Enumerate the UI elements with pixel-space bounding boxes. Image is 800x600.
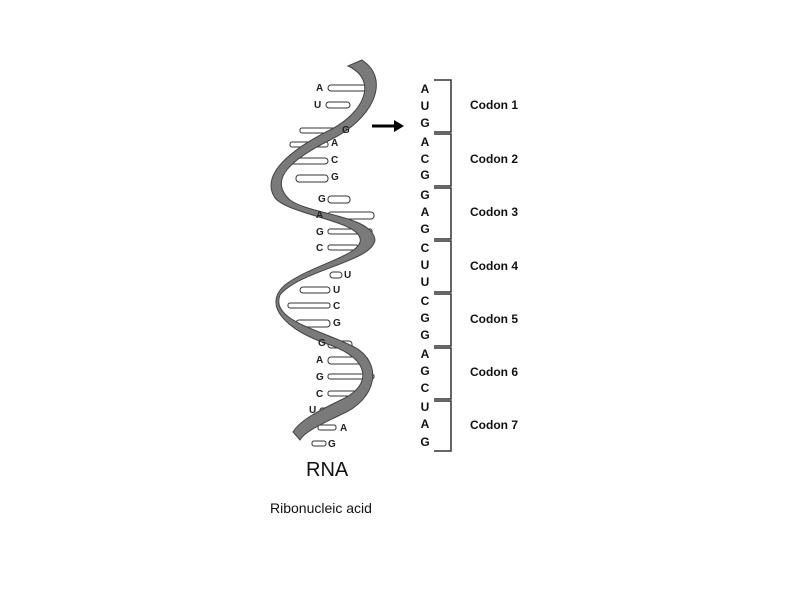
- codon-label: Codon 1: [470, 98, 518, 112]
- base-label: G: [333, 318, 341, 329]
- diagram-title: RNA: [306, 459, 349, 481]
- base-label: U: [333, 285, 341, 296]
- sequence-letter: C: [420, 241, 430, 255]
- base-label: G: [316, 372, 324, 383]
- sequence-letter: G: [420, 168, 430, 182]
- base-label: U: [344, 270, 352, 281]
- base-label: G: [328, 439, 336, 450]
- diagram-subtitle: Ribonucleic acid: [270, 500, 372, 516]
- base-label: U: [314, 100, 322, 111]
- codon-brackets: [434, 79, 452, 452]
- sequence-letter: A: [420, 205, 430, 219]
- sequence-letter: G: [420, 364, 430, 378]
- base-label: A: [316, 210, 324, 221]
- base-label: G: [342, 125, 350, 136]
- sequence-letter: G: [420, 435, 430, 449]
- base-label: G: [318, 194, 326, 205]
- codon-label: Codon 3: [470, 205, 518, 219]
- sequence-letter: C: [420, 381, 430, 395]
- sequence-letter: G: [420, 222, 430, 236]
- base-label: A: [340, 423, 348, 434]
- base-label: G: [316, 227, 324, 238]
- sequence-letter: A: [420, 347, 430, 361]
- sequence-letter: A: [420, 82, 430, 96]
- ribbon-strand: [270, 59, 377, 441]
- base-label: G: [331, 172, 339, 183]
- base-label: C: [333, 301, 341, 312]
- base-label: A: [316, 355, 324, 366]
- sequence-letter: G: [420, 311, 430, 325]
- right-arrow-icon: [372, 120, 404, 132]
- sequence-letter: C: [420, 294, 430, 308]
- base-label: C: [316, 243, 324, 254]
- base-label: A: [316, 83, 324, 94]
- sequence-letter: G: [420, 328, 430, 342]
- base-label: A: [331, 138, 339, 149]
- sequence-letter: U: [420, 258, 430, 272]
- base-label: C: [331, 155, 339, 166]
- base-label: G: [318, 338, 326, 349]
- codon-label: Codon 7: [470, 418, 518, 432]
- codon-label: Codon 4: [470, 259, 518, 273]
- sequence-letter: C: [420, 152, 430, 166]
- codon-label: Codon 5: [470, 312, 518, 326]
- base-label: C: [316, 389, 324, 400]
- sequence-letter: G: [420, 188, 430, 202]
- sequence-letter: U: [420, 400, 430, 414]
- codon-label: Codon 2: [470, 152, 518, 166]
- codon-label: Codon 6: [470, 365, 518, 379]
- sequence-letter: G: [420, 116, 430, 130]
- sequence-letter: A: [420, 417, 430, 431]
- sequence-letter: A: [420, 135, 430, 149]
- base-label: U: [309, 405, 317, 416]
- sequence-letter: U: [420, 99, 430, 113]
- sequence-letter: U: [420, 275, 430, 289]
